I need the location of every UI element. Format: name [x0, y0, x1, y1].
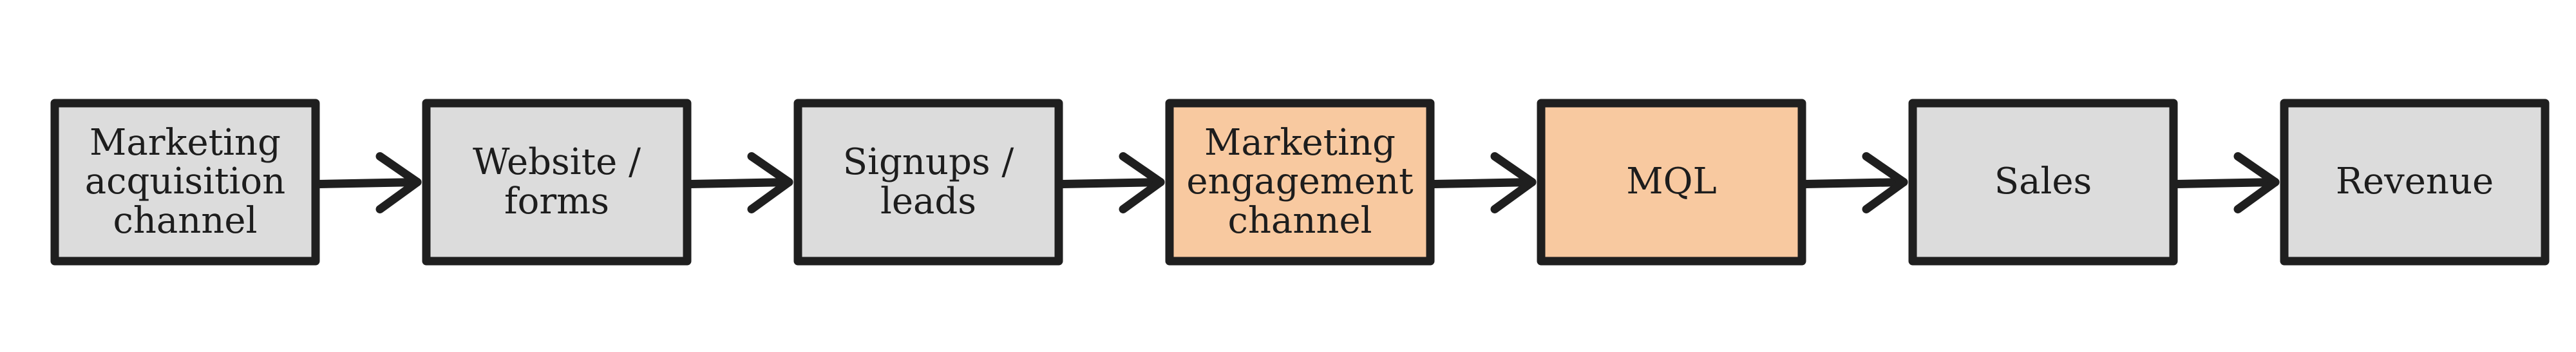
node-label-revenue: Revenue	[2335, 161, 2494, 203]
edge-mql-to-sales	[1801, 152, 1908, 213]
arrowhead-icon	[375, 152, 422, 213]
arrowhead-icon	[2233, 152, 2280, 213]
node-box-sales	[1908, 99, 2178, 266]
node-label-marketing-acquisition-channel: Marketing acquisition channel	[84, 121, 286, 242]
edge-website-forms-to-signups-leads	[687, 152, 793, 213]
node-box-revenue	[2280, 99, 2550, 266]
node-label-signups-leads: Signups / leads	[842, 141, 1014, 222]
node-box-mql	[1537, 99, 1806, 266]
node-mql	[1537, 99, 1806, 266]
nodes-layer	[50, 99, 2550, 266]
node-label-website-forms: Website / forms	[473, 141, 641, 222]
node-revenue	[2280, 99, 2550, 266]
node-box-website-forms	[422, 99, 692, 266]
node-box-marketing-acquisition-channel	[50, 99, 320, 266]
node-label-sales: Sales	[1994, 161, 2092, 203]
edge-line	[315, 178, 422, 188]
edge-line	[2173, 178, 2280, 188]
node-label-mql: MQL	[1626, 161, 1717, 203]
edge-line	[687, 178, 793, 188]
node-box-signups-leads	[793, 99, 1063, 266]
node-box-marketing-engagement-channel	[1165, 99, 1435, 266]
arrowhead-icon	[1490, 152, 1537, 213]
edge-marketing-engagement-channel-to-mql	[1430, 152, 1537, 213]
edge-signups-leads-to-marketing-engagement-channel	[1058, 152, 1165, 213]
edges-layer	[315, 152, 2280, 213]
node-signups-leads	[793, 99, 1063, 266]
edge-line	[1801, 178, 1908, 188]
arrowhead-icon	[1862, 152, 1908, 213]
edge-marketing-acquisition-channel-to-website-forms	[315, 152, 422, 213]
edge-sales-to-revenue	[2173, 152, 2280, 213]
node-sales	[1908, 99, 2178, 266]
edge-line	[1430, 178, 1537, 188]
node-website-forms	[422, 99, 692, 266]
arrowhead-icon	[1119, 152, 1165, 213]
node-marketing-acquisition-channel	[50, 99, 320, 266]
node-label-marketing-engagement-channel: Marketing engagement channel	[1186, 121, 1414, 242]
node-marketing-engagement-channel	[1165, 99, 1435, 266]
edge-line	[1058, 178, 1165, 188]
arrowhead-icon	[747, 152, 793, 213]
